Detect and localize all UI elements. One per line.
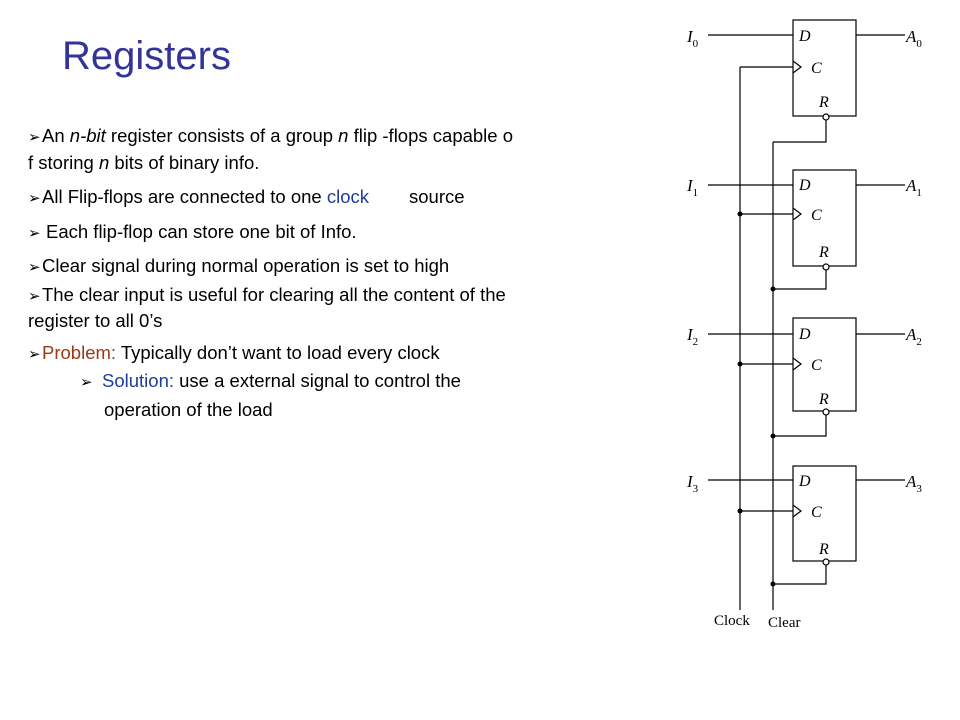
pin-d-label: D [798,28,811,45]
input-label-1: I1 [686,176,698,199]
bullet-1-text-c: flip -flops capable o [348,125,514,146]
pin-c-label: C [811,504,822,521]
pin-c-label: C [811,60,822,77]
output-label-0: A0 [905,27,922,50]
bullet-3: ➢ Each flip-flop can store one bit of Inf… [28,220,357,246]
bullet-5: ➢The clear input is useful for clearing … [28,283,506,309]
bullet-1-line2-b: bits of binary info. [109,152,260,173]
junction-dot [737,211,743,217]
input-label-3: I3 [686,472,699,495]
bullet-1-italic-n: n [338,125,349,146]
bullet-1-line-2: f storing n bits of binary info. [28,151,259,175]
bullet-6: ➢Problem: Typically don’t want to load e… [28,341,440,367]
pin-r-label: R [818,541,829,558]
pin-r-label: R [818,94,829,111]
arrow-bullet-icon: ➢ [28,225,41,242]
input-label-0: I0 [686,27,699,50]
pin-d-label: D [798,473,811,490]
pin-c-label: C [811,357,822,374]
bullet-1-line2-italic: n [98,152,110,173]
bullet-3-text: Each flip-flop can store one bit of Info… [46,221,357,242]
pin-d-label: D [798,326,811,343]
flip-flop-1: I1 A1 D C R [686,169,922,292]
bullet-1-line2-a: f storing [28,152,99,173]
bullet-5-text: The clear input is useful for clearing a… [42,284,506,305]
output-label-3: A3 [905,472,922,495]
pin-c-label: C [811,207,822,224]
bullet-4: ➢Clear signal during normal operation is… [28,254,449,280]
pin-r-label: R [818,244,829,261]
arrow-bullet-icon: ➢ [28,346,41,363]
bullet-2-source-word: source [409,186,465,207]
pin-d-label: D [798,177,811,194]
output-label-1: A1 [905,176,922,199]
junction-dot [737,361,743,367]
junction-dot [770,433,776,439]
bullet-5-line-2: register to all 0’s [28,309,162,333]
bullet-4-text: Clear signal during normal operation is … [42,255,450,276]
junction-dot [737,508,743,514]
arrow-bullet-icon: ➢ [28,288,41,305]
sub-bullet-text: use a external signal to control the [174,370,461,391]
bullet-1: ➢An n-bit register consists of a group n… [28,124,513,150]
bullet-2-clock-word: clock [326,186,370,207]
junction-dot [770,286,776,292]
arrow-bullet-icon: ➢ [28,129,41,146]
slide-title: Registers [62,34,231,78]
bullet-1-italic-nbit: n-bit [69,125,106,146]
solution-label: Solution: [102,370,174,391]
input-label-2: I2 [686,325,698,348]
bullet-1-text-b: register consists of a group [105,125,339,146]
output-label-2: A2 [905,325,922,348]
clock-label: Clock [714,613,750,629]
bullet-5-line2-text: register to all 0’s [28,310,163,331]
arrow-bullet-icon: ➢ [28,190,41,207]
bullet-1-text-a: An [42,125,70,146]
flip-flop-0: I0 A0 D C R [686,19,922,143]
sub-bullet-solution: ➢ Solution: use a external signal to cont… [80,369,461,395]
flip-flop-2: I2 A2 D C R [686,317,922,439]
bullet-2: ➢All Flip-flops are connected to one clo… [28,185,465,211]
bullet-6-text: Typically don’t want to load every clock [116,342,440,363]
sub-bullet-line2-text: operation of the load [104,399,273,420]
clear-label: Clear [768,615,800,631]
pin-r-label: R [818,391,829,408]
problem-label: Problem: [42,342,117,363]
bullet-2-text: All Flip-flops are connected to one [42,186,327,207]
junction-dot [770,581,776,587]
sub-bullet-line-2: operation of the load [104,398,273,422]
arrow-bullet-icon: ➢ [28,259,41,276]
arrow-bullet-icon: ➢ [80,374,93,391]
flip-flop-3: I3 A3 D C R [686,465,922,587]
